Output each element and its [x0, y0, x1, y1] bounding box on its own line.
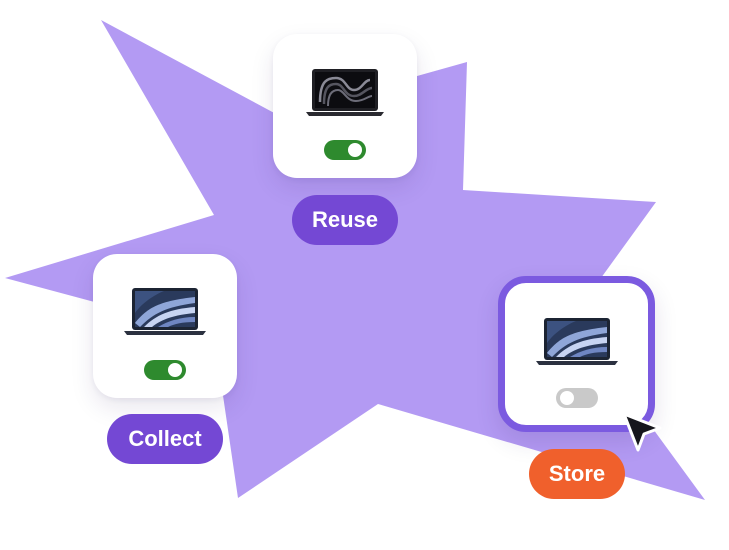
laptop-dark-wallpaper-icon — [306, 69, 384, 116]
toggle-switch[interactable] — [555, 388, 598, 408]
device-card-collect[interactable] — [93, 254, 237, 398]
toggle-knob — [348, 143, 362, 157]
toggle-switch[interactable] — [324, 140, 366, 160]
laptop-blue-wallpaper-icon — [535, 318, 618, 365]
mouse-pointer-icon — [622, 412, 662, 452]
label-store: Store — [529, 449, 625, 499]
laptop-blue-wallpaper-icon — [124, 288, 206, 335]
label-collect: Collect — [107, 414, 223, 464]
device-card-reuse[interactable] — [273, 34, 417, 178]
device-card-store[interactable] — [498, 276, 655, 432]
toggle-knob — [559, 391, 574, 405]
toggle-knob — [168, 363, 182, 377]
toggle-switch[interactable] — [144, 360, 186, 380]
label-reuse: Reuse — [292, 195, 398, 245]
